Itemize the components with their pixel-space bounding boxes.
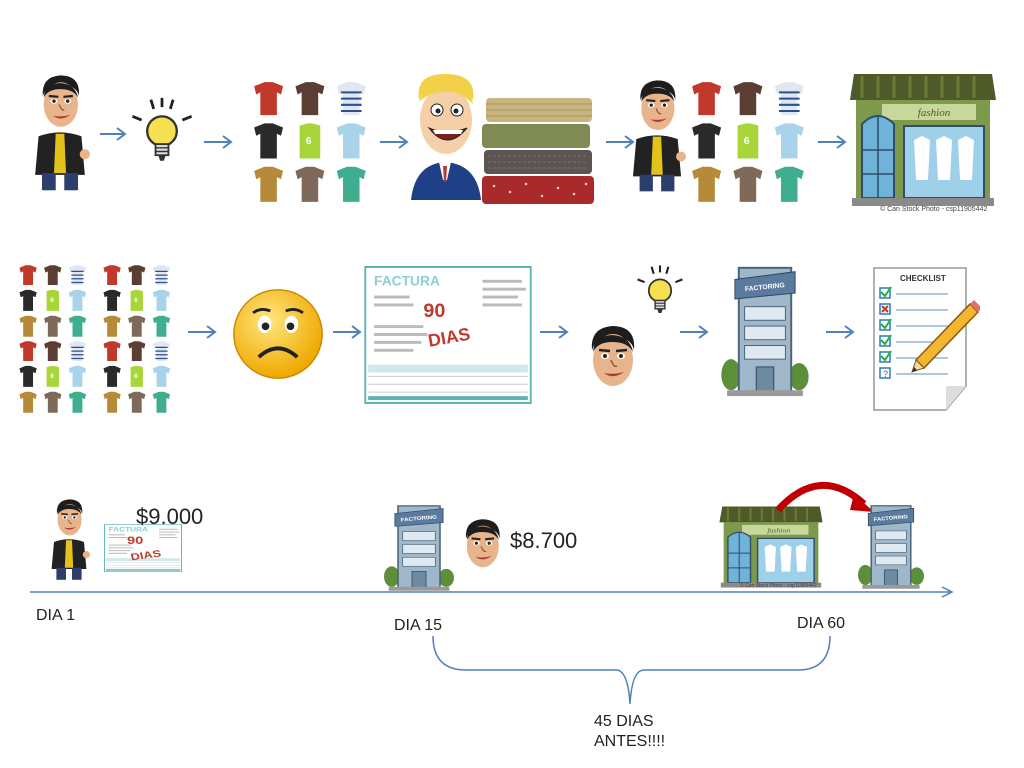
curved-red-arrow bbox=[775, 481, 874, 513]
factoring-building: FACTORING bbox=[858, 505, 924, 590]
flow-arrow bbox=[380, 135, 409, 149]
factoring-sign: FACTORING bbox=[873, 514, 908, 523]
invoice-amount: $9.000 bbox=[136, 504, 204, 529]
clothes-stock bbox=[18, 264, 171, 414]
day-1-label: DIA 1 bbox=[36, 607, 76, 624]
flow-arrow bbox=[680, 325, 709, 339]
invoice-days-word: DIAS bbox=[130, 549, 163, 563]
invoice-document: FACTURA 90 DIAS bbox=[364, 266, 532, 404]
invoice-title: FACTURA bbox=[374, 274, 440, 289]
factoring-sign: FACTORING bbox=[400, 515, 438, 524]
entrepreneur-figure bbox=[30, 62, 90, 202]
fabric-rolls bbox=[480, 96, 600, 206]
flow-arrow bbox=[606, 135, 635, 149]
checklist-title: CHECKLIST bbox=[900, 274, 946, 283]
early-payment-note: 45 DIAS ANTES!!!! bbox=[594, 712, 665, 752]
factoring-building: FACTORING bbox=[384, 505, 454, 592]
lightbulb-icon bbox=[125, 96, 199, 170]
fashion-store: fashion bbox=[718, 505, 824, 589]
factoring-sign: FACTORING bbox=[745, 282, 785, 293]
clothes-collection bbox=[250, 80, 374, 204]
store-sign: fashion bbox=[767, 527, 790, 534]
invoice-days-number: 90 bbox=[423, 300, 445, 322]
day-60-label: DIA 60 bbox=[797, 615, 846, 632]
flow-arrow bbox=[818, 135, 847, 149]
entrepreneur-figure bbox=[628, 70, 686, 200]
flow-arrow bbox=[826, 325, 855, 339]
invoice-title: FACTURA bbox=[109, 526, 149, 534]
store-sign: fashion bbox=[918, 107, 951, 119]
sad-face-icon bbox=[230, 286, 326, 382]
early-payment-line2: ANTES!!!! bbox=[594, 733, 666, 750]
brace bbox=[432, 635, 831, 705]
flow-arrow bbox=[188, 325, 217, 339]
supplier-salesman bbox=[405, 70, 485, 200]
entrepreneur-head bbox=[458, 508, 506, 580]
clothes-collection bbox=[688, 80, 812, 204]
checklist-document: CHECKLIST bbox=[873, 267, 980, 411]
early-payment-line1: 45 DIAS bbox=[594, 713, 654, 730]
stock-photo-credit: © Can Stock Photo - csp11905442 bbox=[880, 206, 988, 213]
flow-arrow bbox=[204, 135, 233, 149]
fashion-store: fashion bbox=[848, 72, 998, 208]
day-15-label: DIA 15 bbox=[394, 617, 443, 634]
entrepreneur-figure bbox=[48, 496, 90, 582]
invoice-days-number: 90 bbox=[127, 534, 143, 547]
received-amount: $8.700 bbox=[510, 528, 578, 553]
factoring-building: FACTORING bbox=[721, 266, 809, 398]
flow-arrow bbox=[333, 325, 362, 339]
stock-photo-credit: © Can Stock Photo - csp11905442 bbox=[740, 583, 817, 589]
invoice-thumbnail: FACTURA 90 DIAS bbox=[104, 524, 182, 572]
entrepreneur-head bbox=[582, 312, 642, 402]
flow-arrow bbox=[100, 127, 127, 141]
flow-arrow bbox=[540, 325, 569, 339]
timeline-axis bbox=[30, 586, 954, 598]
